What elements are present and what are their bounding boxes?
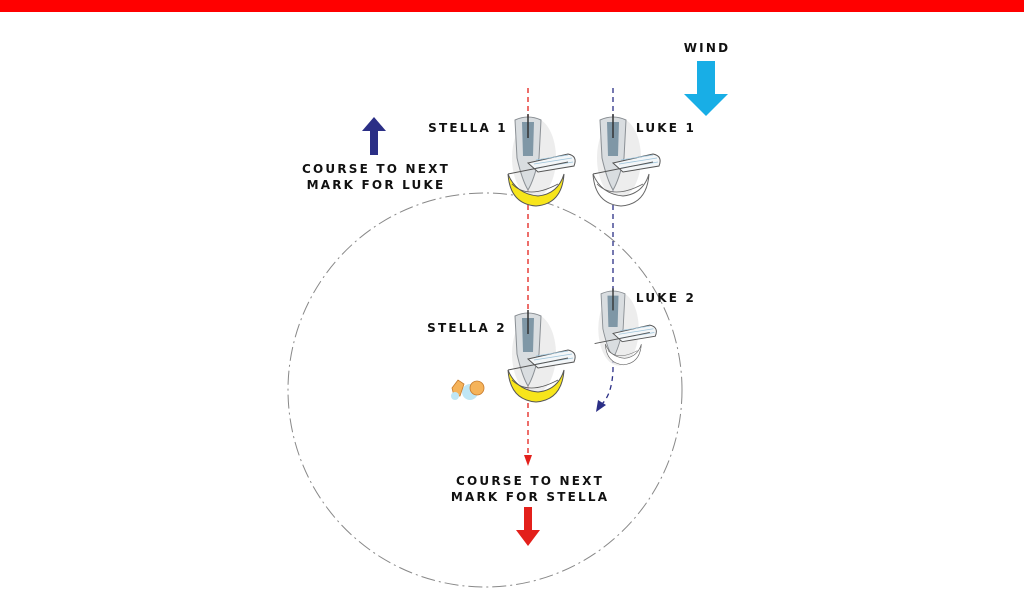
course-stella-line1: COURSE TO NEXT [456,474,604,488]
course-luke-line2: MARK FOR LUKE [307,178,446,192]
boat-stella-2 [507,309,576,403]
luke-course-arrow-icon [362,117,386,155]
luke-2-label: LUKE 2 [636,291,696,305]
mark-buoy-icon [451,379,485,400]
zone-circle [287,192,683,588]
wind-label: WIND [684,41,731,55]
stella-course-arrow-icon [516,507,540,546]
luke-course-arrowhead [596,400,606,412]
luke-1-label: LUKE 1 [636,121,696,135]
top-banner [0,0,1024,12]
wind-arrow-icon [684,61,728,116]
stella-1-label: STELLA 1 [428,121,508,135]
course-stella-line2: MARK FOR STELLA [451,490,609,504]
boat-stella-1 [507,113,576,207]
luke-course-line [600,88,614,406]
course-luke-line1: COURSE TO NEXT [302,162,450,176]
stella-course-arrowhead [524,455,532,466]
stella-2-label: STELLA 2 [427,321,507,335]
